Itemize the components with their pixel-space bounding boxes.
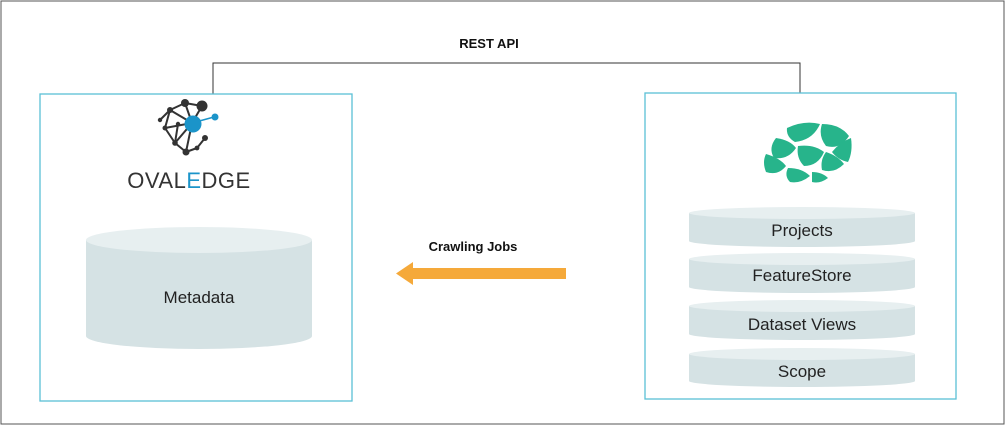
stack-featurestore-label: FeatureStore: [752, 266, 851, 285]
metadata-label: Metadata: [164, 288, 235, 307]
stack-dataset-views: [689, 300, 915, 340]
stack-projects: [689, 207, 915, 247]
stack-dataset-views-label: Dataset Views: [748, 315, 856, 334]
rest-api-connector: [212, 62, 801, 94]
metadata-database: [86, 227, 312, 349]
rest-api-label: REST API: [459, 36, 518, 51]
stack-featurestore: [689, 253, 915, 293]
stack-projects-label: Projects: [771, 221, 832, 240]
oval-edge-logo-accent: [211, 113, 219, 121]
oval-edge-logo-text: OVALEDGE: [127, 168, 250, 193]
crawling-jobs-label: Crawling Jobs: [429, 239, 518, 254]
logo-text-dge: DGE: [202, 168, 251, 193]
oval-edge-logo-nodes: [157, 99, 208, 156]
stack-scope: [689, 348, 915, 387]
crawling-jobs-arrow-head: [396, 262, 413, 285]
oval-edge-logo-center: [184, 115, 202, 133]
stack-scope-label: Scope: [778, 362, 826, 381]
logo-text-e: E: [186, 168, 201, 193]
logo-text-oval: OVAL: [127, 168, 186, 193]
hopsworks-hop-icon: [764, 122, 852, 183]
crawling-jobs-arrow-shaft: [410, 268, 566, 279]
